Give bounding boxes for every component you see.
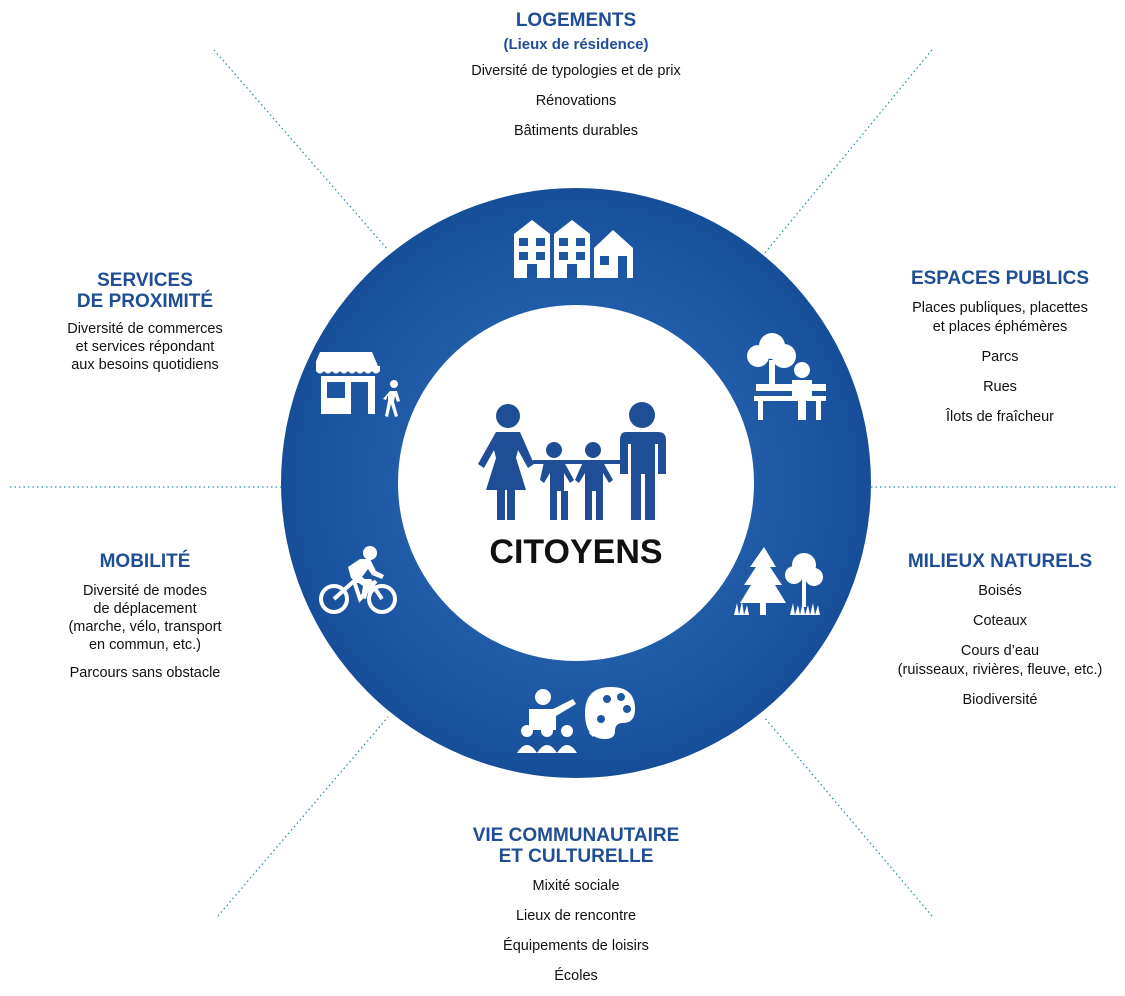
list-item: Rues [983, 379, 1017, 395]
park-bench-icon [747, 333, 826, 420]
list-item: Diversité de modes [82, 583, 208, 599]
list-item: Écoles [554, 968, 598, 984]
houses-icon [514, 220, 633, 278]
section-title-line: VIE COMMUNAUTAIRE [472, 825, 680, 846]
section-milieux-naturels: MILIEUX NATURELS Boisés Coteaux Cours d’… [875, 551, 1125, 709]
connector-line-bottom-right [763, 716, 933, 917]
list-item: Parcs [981, 349, 1019, 365]
list-item: Mixité sociale [532, 878, 620, 894]
list-item: Places publiques, placettes [912, 300, 1088, 316]
section-items: Diversité de modes de déplacement (march… [40, 582, 250, 682]
list-item: Boisés [978, 583, 1022, 599]
section-title: MOBILITÉ [99, 551, 191, 572]
list-item: et places éphémères [932, 319, 1068, 335]
family-icon [478, 402, 666, 520]
connector-line-top-left [213, 49, 389, 251]
section-title: MILIEUX NATURELS [907, 551, 1093, 572]
list-item: Lieux de rencontre [515, 908, 637, 924]
list-item: Diversité de typologies et de prix [471, 63, 681, 79]
center-label: CITOYENS [489, 533, 663, 571]
list-item: de déplacement [93, 601, 197, 617]
list-item: en commun, etc.) [88, 637, 201, 653]
section-subtitle: (Lieux de résidence) [503, 36, 649, 53]
list-item: Parcours sans obstacle [69, 665, 221, 681]
section-espaces-publics: ESPACES PUBLICS Places publiques, placet… [880, 268, 1120, 426]
list-item: Cours d’eau [960, 643, 1040, 659]
list-item: Équipements de loisirs [503, 938, 649, 954]
list-item: Biodiversité [962, 692, 1038, 708]
section-title: LOGEMENTS [515, 10, 637, 31]
list-item: (ruisseaux, rivières, fleuve, etc.) [897, 662, 1103, 678]
section-title: ESPACES PUBLICS [910, 268, 1090, 289]
list-item: (marche, vélo, transport [68, 619, 222, 635]
list-item: et services répondant [75, 339, 215, 355]
section-logements: LOGEMENTS (Lieux de résidence) Diversité… [400, 10, 752, 140]
section-items: Diversité de typologies et de prix Rénov… [400, 62, 752, 140]
section-title-line: SERVICES [97, 270, 193, 291]
section-mobilite: MOBILITÉ Diversité de modes de déplaceme… [40, 551, 250, 682]
section-services: SERVICES DE PROXIMITÉ Diversité de comme… [40, 270, 250, 374]
list-item: Bâtiments durables [513, 123, 639, 139]
storefront-icon [316, 352, 400, 417]
trees-icon [734, 547, 823, 615]
list-item: Coteaux [972, 613, 1027, 629]
list-item: aux besoins quotidiens [71, 357, 219, 373]
inner-circle [398, 305, 754, 661]
section-title-line: DE PROXIMITÉ [76, 291, 214, 312]
section-items: Mixité sociale Lieux de rencontre Équipe… [420, 877, 732, 985]
section-vie-communautaire: VIE COMMUNAUTAIRE ET CULTURELLE Mixité s… [420, 825, 732, 985]
list-item: Îlots de fraîcheur [946, 409, 1054, 425]
connector-line-bottom-left [217, 716, 389, 917]
connector-line-top-right [763, 49, 933, 255]
section-items: Diversité de commerces et services répon… [40, 320, 250, 374]
list-item: Rénovations [535, 93, 617, 109]
cyclist-icon [319, 546, 397, 614]
section-items: Places publiques, placettes et places ép… [880, 299, 1120, 426]
section-items: Boisés Coteaux Cours d’eau (ruisseaux, r… [875, 582, 1125, 709]
community-arts-icon [517, 687, 635, 753]
list-item: Diversité de commerces [67, 321, 223, 337]
section-title-line: ET CULTURELLE [498, 846, 654, 867]
